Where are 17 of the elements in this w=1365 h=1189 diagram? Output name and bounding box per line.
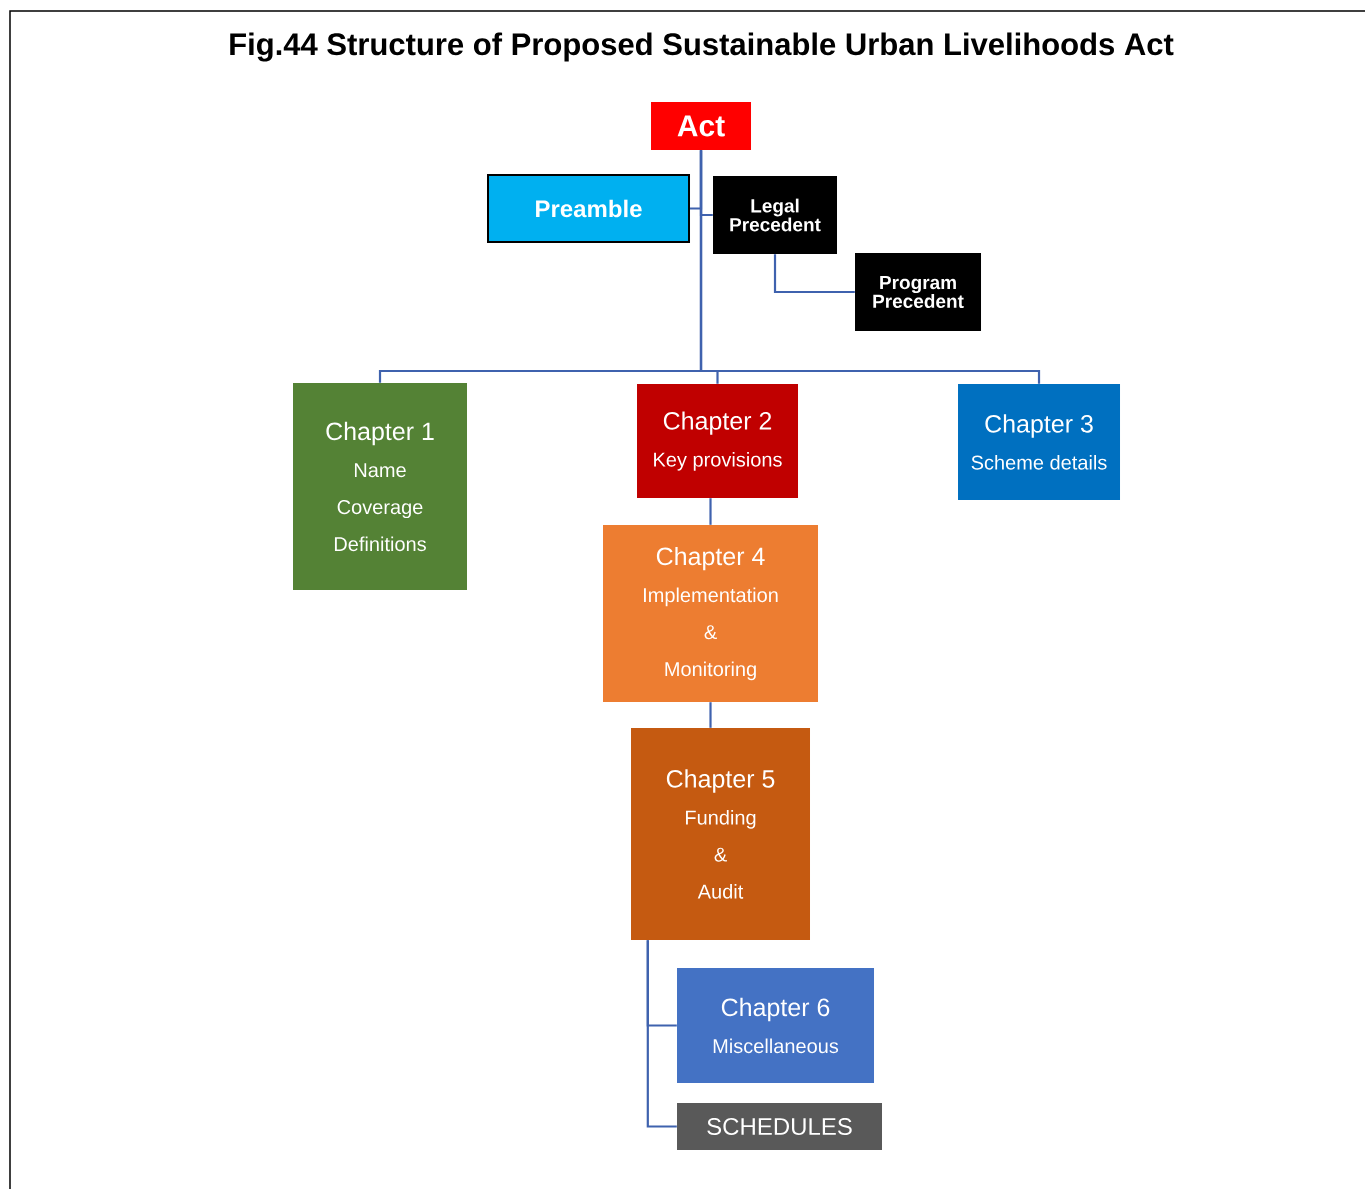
section-box: Legal Precedent (713, 176, 837, 254)
connector-line (773, 254, 855, 294)
chapter-box: Chapter 2 Key provisions (637, 384, 798, 498)
chapter-box: SCHEDULES (677, 1103, 882, 1150)
title: Fig.44 Structure of Proposed Sustainable Urban Livelihoods Act (230, 32, 1174, 62)
chapter-box: Chapter 4 Implementation & Monitoring (603, 525, 818, 702)
chapter-box: Chapter 3 Scheme details (958, 384, 1120, 500)
connector-line (709, 702, 712, 728)
section-box: Preamble (487, 174, 690, 243)
chapter-box: Chapter 1 Name Coverage Definitions (293, 383, 467, 590)
chapter-box: Chapter 5 Funding & Audit (631, 728, 810, 940)
connector-line (709, 498, 712, 525)
connector-line (699, 150, 1041, 384)
chapter-box: Chapter 6 Miscellaneous (677, 968, 874, 1083)
connector-line (646, 940, 677, 1128)
heading-box: Act (651, 102, 751, 150)
section-box: Program Precedent (855, 253, 981, 331)
